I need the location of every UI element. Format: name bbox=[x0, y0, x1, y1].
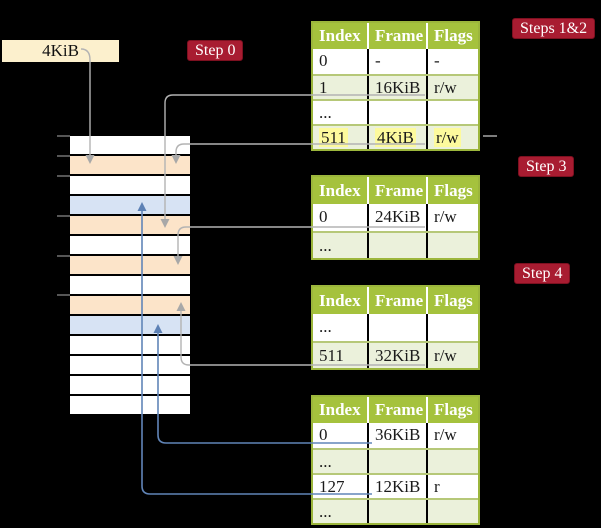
cell-frame bbox=[367, 233, 426, 258]
cell-index: ... bbox=[319, 317, 332, 336]
page-table-3: Index Frame Flags ... 511 32KiB r/w bbox=[311, 285, 480, 370]
table-row: 0 - - bbox=[313, 49, 478, 74]
cell-frame: 36KiB bbox=[367, 423, 426, 448]
memory-size-label: 4KiB bbox=[42, 41, 79, 60]
table-row: ... bbox=[313, 314, 478, 341]
cell-flags: - bbox=[426, 49, 478, 74]
cell-index: 0 bbox=[319, 425, 328, 444]
cell-flags: r/w bbox=[426, 343, 478, 368]
table-row: 127 12KiB r bbox=[313, 473, 478, 498]
cell-index: ... bbox=[319, 103, 332, 122]
table-row: 1 16KiB r/w bbox=[313, 74, 478, 99]
steps-1-and-2-label: Steps 1&2 bbox=[512, 18, 596, 39]
cell-frame: - bbox=[367, 49, 426, 74]
column-header-flags: Flags bbox=[426, 23, 478, 49]
cell-index: 127 bbox=[319, 477, 345, 496]
step-0-label: Step 0 bbox=[187, 40, 244, 61]
cell-frame: 32KiB bbox=[367, 343, 426, 368]
table-row: ... bbox=[313, 231, 478, 258]
step-3-label: Step 3 bbox=[518, 156, 575, 177]
cell-flags: r/w bbox=[426, 204, 478, 231]
column-header-index: Index bbox=[319, 26, 361, 45]
cell-frame: 24KiB bbox=[367, 204, 426, 231]
cell-flags: r/w bbox=[426, 76, 478, 99]
table-header-row: Index Frame Flags bbox=[313, 397, 478, 423]
cell-flags bbox=[426, 450, 478, 473]
table-header-row: Index Frame Flags bbox=[313, 287, 478, 314]
cell-frame: 4KiB bbox=[367, 126, 426, 149]
column-header-frame: Frame bbox=[367, 397, 426, 423]
memory-frame-row bbox=[70, 296, 190, 316]
cell-flags: r/w bbox=[426, 423, 478, 448]
column-header-flags: Flags bbox=[426, 397, 478, 423]
cell-index: ... bbox=[319, 452, 332, 471]
column-header-flags: Flags bbox=[426, 287, 478, 314]
column-header-index: Index bbox=[319, 400, 361, 419]
cell-flags: r bbox=[426, 475, 478, 498]
cell-index: ... bbox=[319, 502, 332, 521]
cell-flags bbox=[426, 314, 478, 341]
memory-frame-row bbox=[70, 216, 190, 236]
highlighted-value: r/w bbox=[434, 128, 461, 147]
memory-frame-row bbox=[70, 376, 190, 396]
page-table-1: Index Frame Flags 0 - - 1 16KiB r/w ... … bbox=[311, 21, 480, 151]
cell-frame: 12KiB bbox=[367, 475, 426, 498]
cell-flags bbox=[426, 101, 478, 124]
table-row: ... bbox=[313, 99, 478, 124]
memory-frame-row bbox=[70, 256, 190, 276]
column-header-frame: Frame bbox=[367, 287, 426, 314]
cell-frame bbox=[367, 314, 426, 341]
address-tick-marks bbox=[57, 135, 70, 296]
memory-frame-row bbox=[70, 176, 190, 196]
column-header-index: Index bbox=[319, 181, 361, 200]
cell-frame bbox=[367, 500, 426, 523]
cell-index: 511 bbox=[319, 346, 344, 365]
column-header-frame: Frame bbox=[367, 23, 426, 49]
cell-index: 0 bbox=[319, 51, 328, 70]
cell-index: 0 bbox=[319, 207, 328, 226]
cell-index: ... bbox=[319, 236, 332, 255]
table-row: ... bbox=[313, 448, 478, 473]
cell-flags bbox=[426, 233, 478, 258]
cell-flags: r/w bbox=[426, 126, 478, 149]
memory-frame-row bbox=[70, 316, 190, 336]
cell-index: 511 bbox=[313, 126, 367, 149]
column-header-flags: Flags bbox=[426, 177, 478, 204]
memory-size-box: 4KiB bbox=[2, 40, 119, 62]
memory-frame-row bbox=[70, 136, 190, 156]
memory-frame-row bbox=[70, 396, 190, 416]
table-row: ... bbox=[313, 498, 478, 523]
cell-flags bbox=[426, 500, 478, 523]
table-header-row: Index Frame Flags bbox=[313, 177, 478, 204]
table-row-highlighted: 511 4KiB r/w bbox=[313, 124, 478, 149]
column-header-frame: Frame bbox=[367, 177, 426, 204]
table-row: 511 32KiB r/w bbox=[313, 341, 478, 368]
highlighted-value: 511 bbox=[319, 128, 348, 147]
memory-frame-row bbox=[70, 156, 190, 176]
memory-frame-row bbox=[70, 336, 190, 356]
table-row: 0 24KiB r/w bbox=[313, 204, 478, 231]
physical-memory-stack bbox=[70, 136, 190, 416]
table-header-row: Index Frame Flags bbox=[313, 23, 478, 49]
memory-frame-row bbox=[70, 276, 190, 296]
column-header-index: Index bbox=[319, 291, 361, 310]
cell-frame bbox=[367, 101, 426, 124]
page-table-2: Index Frame Flags 0 24KiB r/w ... bbox=[311, 175, 480, 260]
page-table-4: Index Frame Flags 0 36KiB r/w ... 127 12… bbox=[311, 395, 480, 525]
cell-index: 1 bbox=[319, 78, 328, 97]
cell-frame bbox=[367, 450, 426, 473]
memory-frame-row bbox=[70, 196, 190, 216]
step-4-label: Step 4 bbox=[514, 263, 571, 284]
memory-frame-row bbox=[70, 356, 190, 376]
cell-frame: 16KiB bbox=[367, 76, 426, 99]
memory-frame-row bbox=[70, 236, 190, 256]
table-row: 0 36KiB r/w bbox=[313, 423, 478, 448]
highlighted-value: 4KiB bbox=[375, 128, 416, 147]
